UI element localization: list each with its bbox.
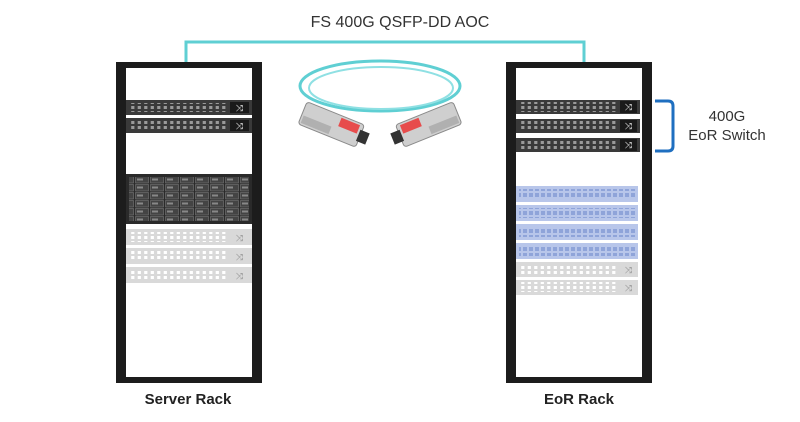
eor-switch-label-line2: EoR Switch <box>688 127 766 144</box>
svg-text:⤨: ⤨ <box>625 122 633 132</box>
server-rack-label: Server Rack <box>144 391 232 408</box>
aoc-cable-illustration <box>298 59 462 147</box>
cable-label: FS 400G QSFP-DD AOC <box>310 14 490 31</box>
server-rack-switch-2: ⤨ <box>126 118 252 133</box>
svg-text:⤨: ⤨ <box>236 122 244 132</box>
eor-switch-bracket <box>655 99 675 153</box>
cable-connection-line <box>184 40 586 62</box>
eor-rack-label: EoR Rack <box>543 391 615 408</box>
eor-storage-units <box>516 186 638 259</box>
eor-switch-2: ⤨ <box>516 119 640 133</box>
server-rack-light-switch-2: ⤨ <box>126 248 252 264</box>
svg-text:⤨: ⤨ <box>236 272 244 282</box>
server-chassis <box>126 174 252 224</box>
eor-rack: ⤨ ⤨ ⤨ ⤨ <box>506 62 652 383</box>
server-rack: ⤨ ⤨ ⤨ ⤨ ⤨ <box>116 62 262 383</box>
eor-light-switch-1: ⤨ <box>516 262 638 277</box>
svg-text:⤨: ⤨ <box>625 141 633 151</box>
svg-text:⤨: ⤨ <box>236 104 244 114</box>
svg-text:⤨: ⤨ <box>625 284 633 294</box>
svg-text:⤨: ⤨ <box>625 266 633 276</box>
svg-text:⤨: ⤨ <box>236 234 244 244</box>
eor-switch-1: ⤨ <box>516 100 640 114</box>
eor-switch-label: 400G EoR Switch <box>662 107 792 145</box>
eor-light-switch-2: ⤨ <box>516 280 638 295</box>
server-rack-light-switch-3: ⤨ <box>126 267 252 283</box>
eor-switch-3: ⤨ <box>516 138 640 152</box>
eor-switch-label-line1: 400G <box>708 108 746 125</box>
svg-text:⤨: ⤨ <box>625 103 633 113</box>
server-rack-switch-1: ⤨ <box>126 100 252 115</box>
server-rack-light-switch-1: ⤨ <box>126 229 252 245</box>
svg-text:⤨: ⤨ <box>236 253 244 263</box>
